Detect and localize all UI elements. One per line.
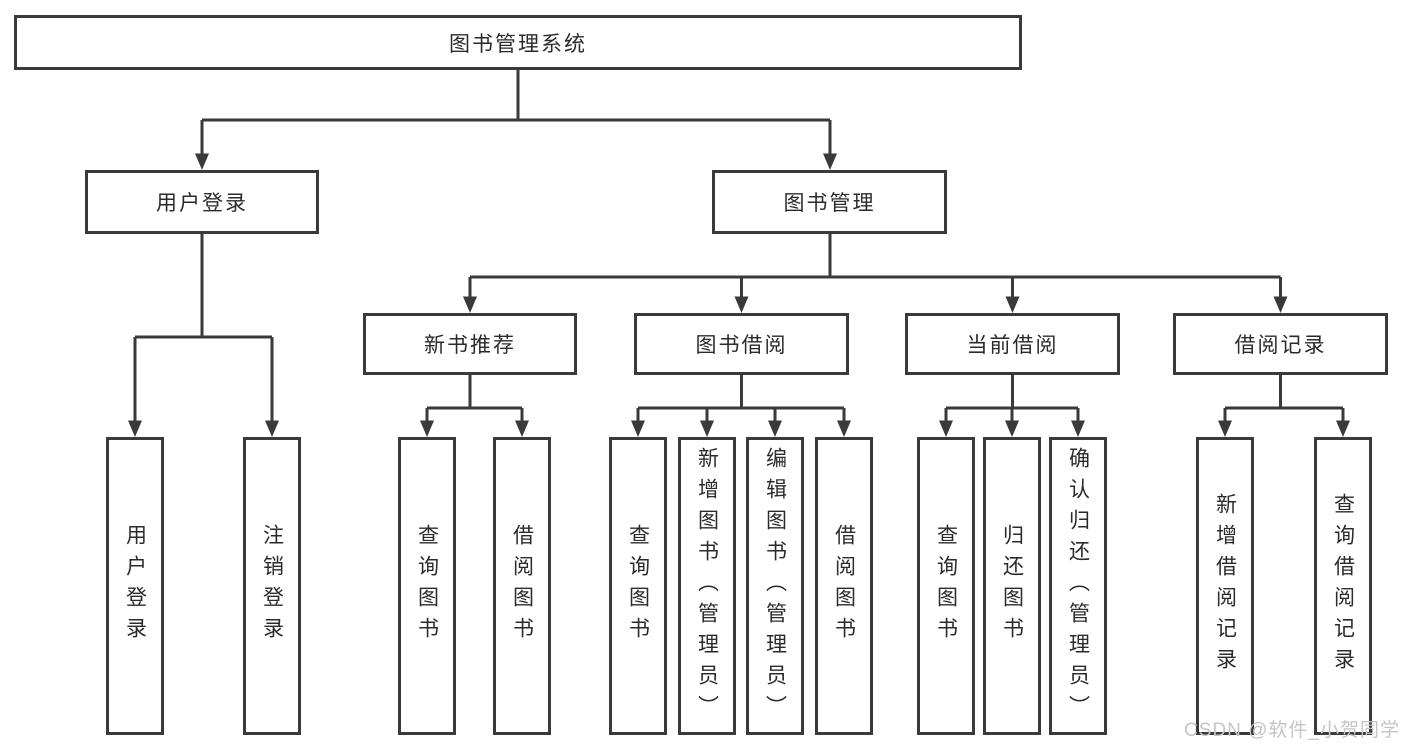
node-current-borrowing: 当前借阅 — [905, 313, 1120, 375]
arrowhead — [1005, 420, 1019, 437]
node-label: 借阅记录 — [1234, 334, 1327, 357]
node-book-management: 图书管理 — [712, 170, 947, 234]
leaf-label: 查询借阅记录 — [1331, 493, 1355, 679]
arrowhead — [195, 153, 209, 170]
leaf-label: 用户登录 — [123, 524, 147, 648]
leaf-add-books-admin: 新增图书（管理员） — [678, 437, 736, 735]
leaf-label: 新增借阅记录 — [1213, 493, 1237, 679]
leaf-query-books-current: 查询图书 — [917, 437, 975, 735]
node-label: 新书推荐 — [424, 334, 516, 357]
arrowhead — [823, 153, 837, 170]
leaf-logout: 注销登录 — [243, 437, 301, 735]
leaf-borrow-books: 借阅图书 — [815, 437, 873, 735]
leaf-label: 借阅图书 — [510, 524, 534, 648]
node-library-management-system: 图书管理系统 — [14, 15, 1022, 70]
leaf-label: 查询图书 — [415, 524, 439, 648]
leaf-label: 归还图书 — [1000, 524, 1024, 648]
csdn-watermark: CSDN @软件_小贺同学 — [1184, 720, 1400, 741]
arrowhead — [939, 420, 953, 437]
leaf-add-borrow-record: 新增借阅记录 — [1196, 437, 1254, 735]
node-label: 当前借阅 — [966, 334, 1059, 357]
arrowhead — [631, 420, 645, 437]
leaf-label: 新增图书（管理员） — [695, 446, 719, 726]
node-label: 图书借阅 — [695, 334, 788, 357]
node-borrowing-records: 借阅记录 — [1173, 313, 1388, 375]
leaf-label: 确认归还（管理员） — [1066, 446, 1090, 726]
leaf-edit-books-admin: 编辑图书（管理员） — [746, 437, 804, 735]
arrowhead — [1273, 296, 1288, 313]
arrowhead — [1336, 420, 1350, 437]
leaf-query-books-borrowing: 查询图书 — [609, 437, 667, 735]
leaf-label: 查询图书 — [934, 524, 958, 648]
leaf-label: 借阅图书 — [832, 524, 856, 648]
leaf-query-borrow-record: 查询借阅记录 — [1314, 437, 1372, 735]
node-new-book-recommendation: 新书推荐 — [363, 313, 577, 375]
arrowhead — [1005, 296, 1020, 313]
leaf-label: 查询图书 — [626, 524, 650, 648]
leaf-return-books: 归还图书 — [983, 437, 1041, 735]
node-book-borrowing: 图书借阅 — [634, 313, 849, 375]
arrowhead — [128, 420, 142, 437]
leaf-query-books-recommend: 查询图书 — [398, 437, 456, 735]
arrowhead — [463, 296, 477, 313]
leaf-label: 注销登录 — [260, 524, 284, 648]
arrowhead — [515, 420, 529, 437]
arrowhead — [734, 296, 749, 313]
arrowhead — [1218, 420, 1232, 437]
arrowhead — [700, 420, 714, 437]
node-label: 图书管理 — [783, 192, 876, 215]
node-user-login: 用户登录 — [85, 170, 319, 234]
arrowhead — [837, 420, 851, 437]
leaf-confirm-return-admin: 确认归还（管理员） — [1049, 437, 1107, 735]
leaf-label: 编辑图书（管理员） — [763, 446, 787, 726]
arrowhead — [420, 420, 434, 437]
leaf-borrow-books-recommend: 借阅图书 — [493, 437, 551, 735]
arrowhead — [768, 420, 782, 437]
arrowhead — [1071, 420, 1085, 437]
arrowhead — [265, 420, 279, 437]
leaf-user-login: 用户登录 — [106, 437, 164, 735]
node-label: 用户登录 — [156, 192, 248, 215]
node-label: 图书管理系统 — [449, 32, 587, 56]
